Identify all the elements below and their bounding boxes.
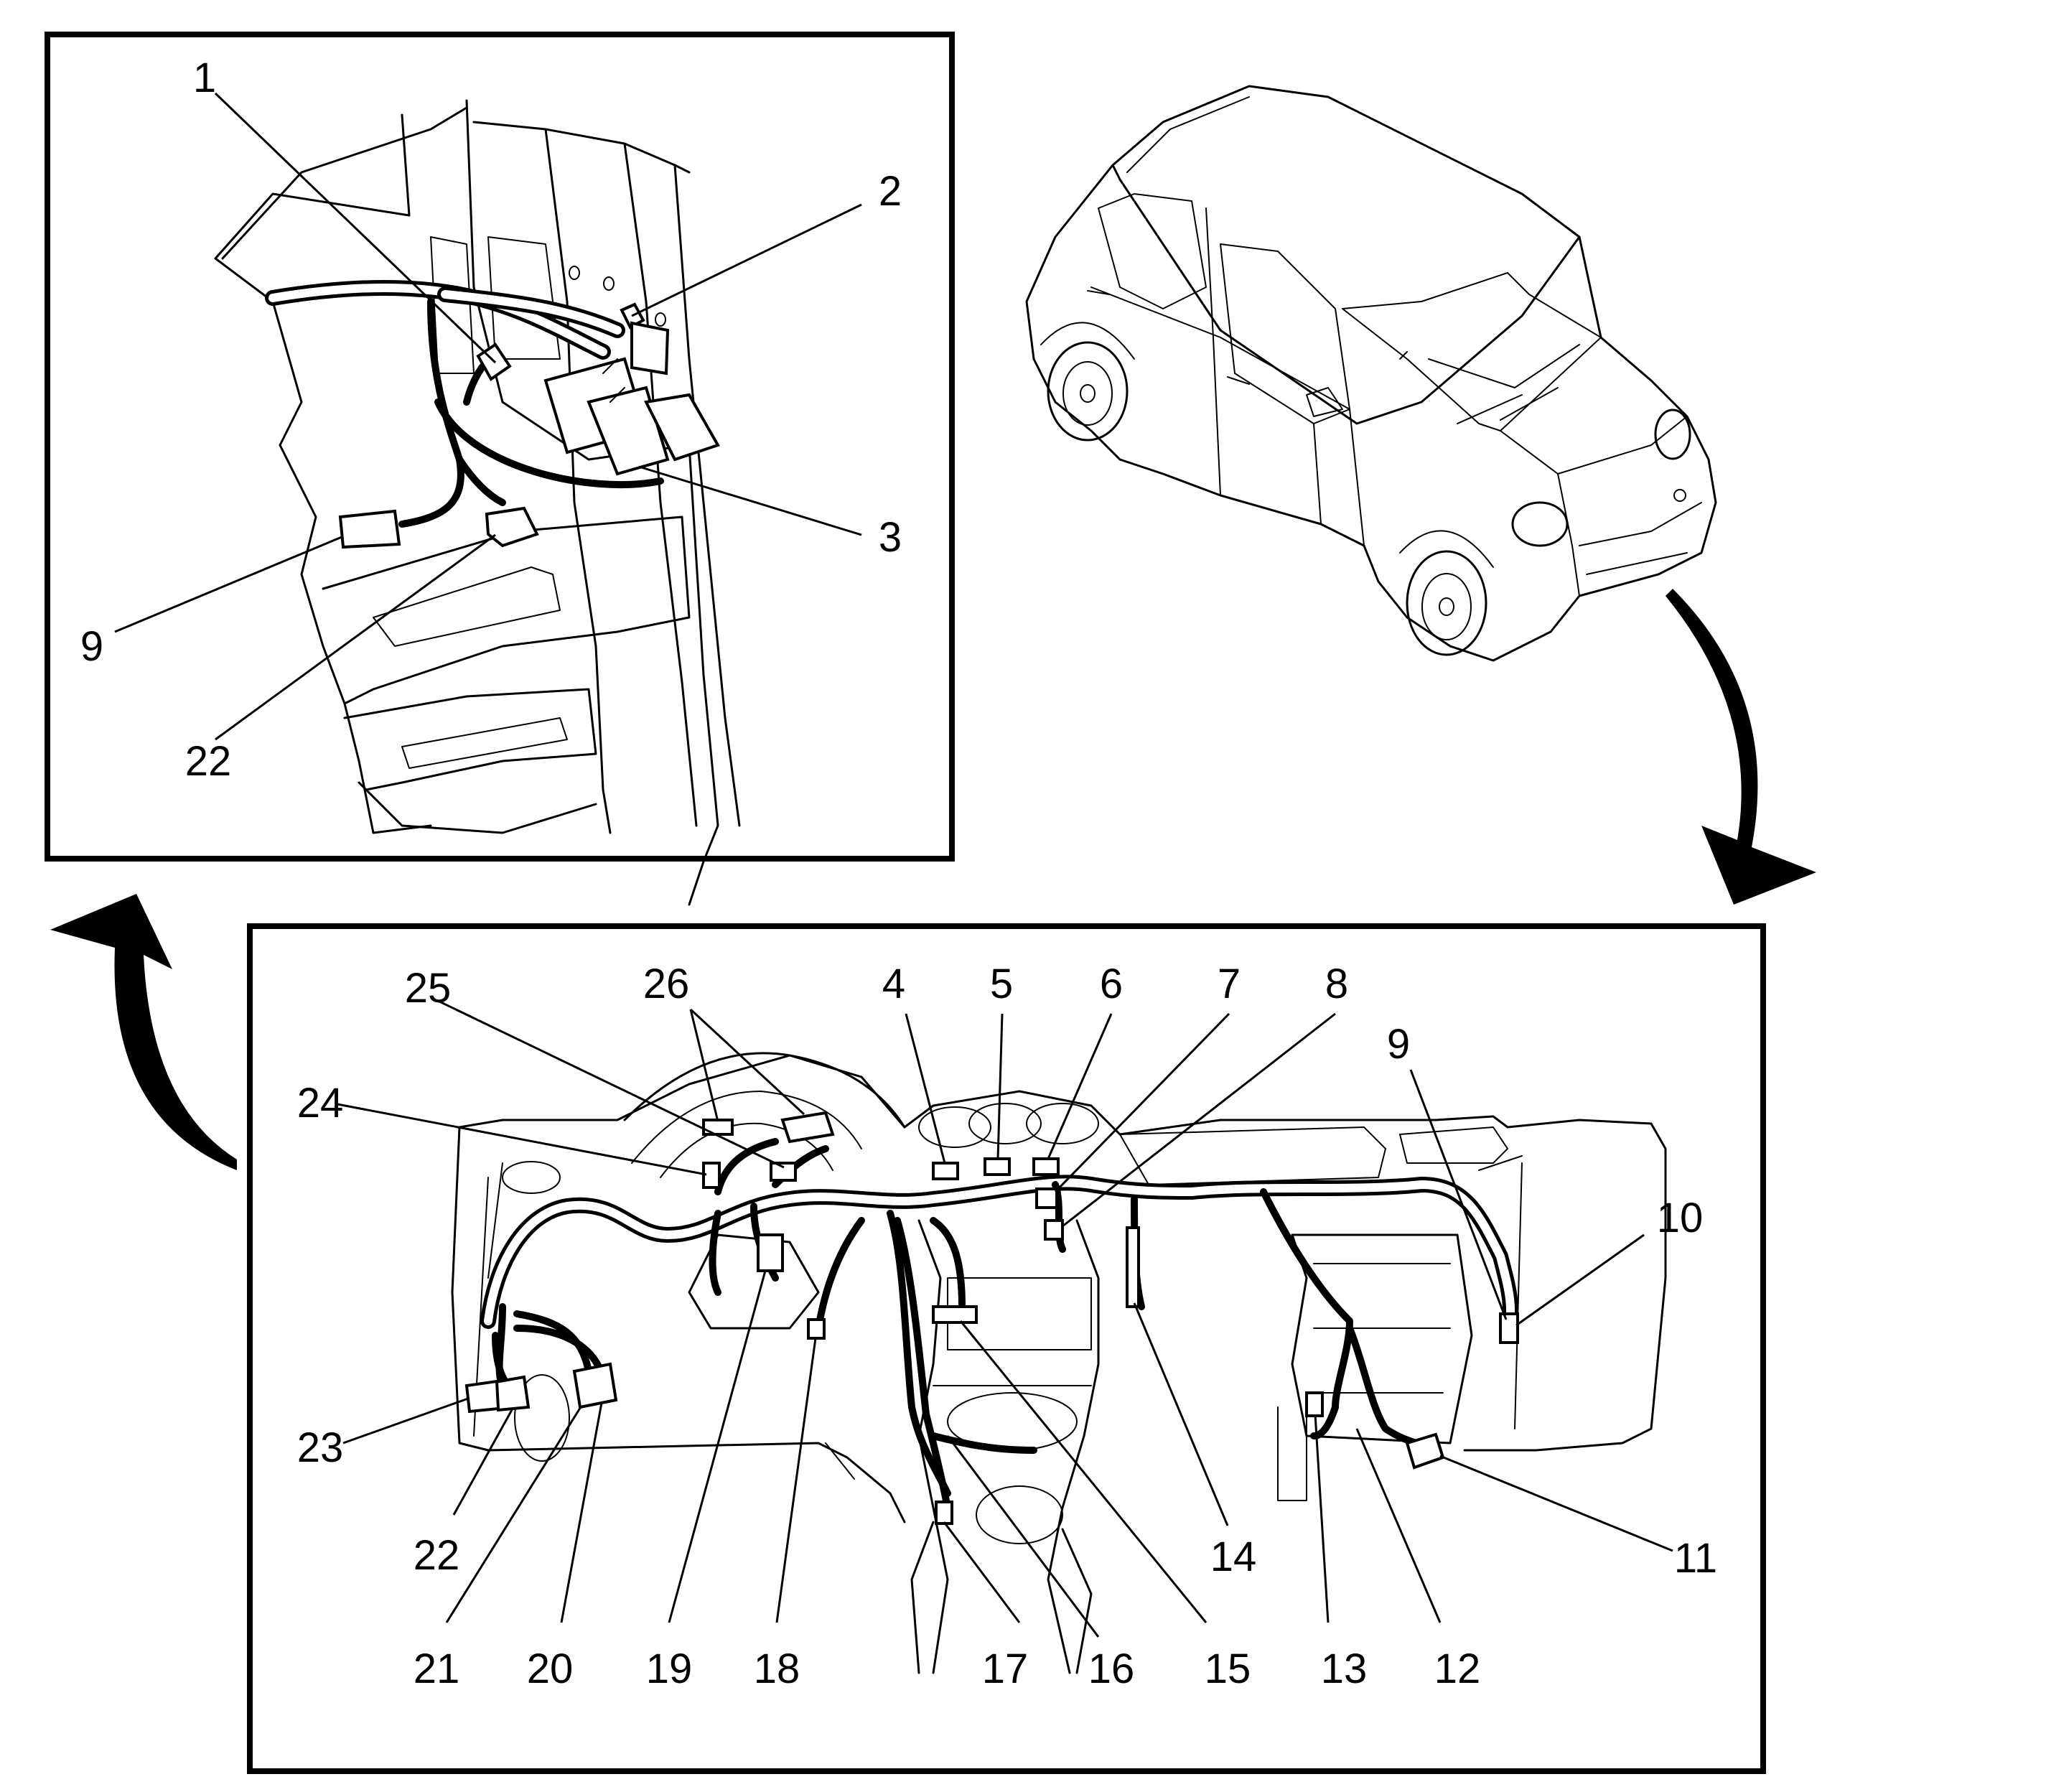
callout-inset-2: 2 xyxy=(879,168,902,215)
callout-dash-18: 18 xyxy=(754,1646,800,1692)
inset-frame xyxy=(45,32,955,862)
callout-dash-16: 16 xyxy=(1088,1646,1135,1692)
callout-dash-22: 22 xyxy=(414,1532,460,1579)
arrow-up-left-icon xyxy=(50,894,237,1170)
connector-20-21 xyxy=(572,1362,618,1409)
callout-dash-26: 26 xyxy=(643,961,690,1007)
callout-dash-25: 25 xyxy=(405,965,452,1012)
connector-19 xyxy=(757,1233,784,1272)
connector-13 xyxy=(1305,1391,1324,1417)
relay-block-3 xyxy=(543,357,720,476)
connector-18 xyxy=(807,1318,826,1340)
connector-2-housing xyxy=(630,321,670,375)
callout-dash-21: 21 xyxy=(414,1646,460,1692)
callout-dash-9: 9 xyxy=(1387,1021,1410,1068)
dashboard-leaders xyxy=(337,999,1673,1638)
callout-dash-19: 19 xyxy=(646,1646,693,1692)
connector-15 xyxy=(932,1305,978,1324)
connector-4 xyxy=(932,1162,959,1180)
callout-dash-14: 14 xyxy=(1210,1534,1257,1580)
callout-dash-23: 23 xyxy=(297,1424,344,1471)
connector-23 xyxy=(464,1379,500,1414)
callout-inset-22: 22 xyxy=(185,738,232,785)
callout-dash-11: 11 xyxy=(1674,1535,1717,1582)
dashboard-frame xyxy=(247,923,1766,1774)
connector-22 xyxy=(493,1375,531,1412)
connector-26 xyxy=(780,1111,835,1144)
connector-25 xyxy=(770,1162,797,1182)
dashboard-harness xyxy=(480,1138,1519,1511)
connector-5 xyxy=(984,1157,1011,1176)
callout-inset-3: 3 xyxy=(879,514,902,561)
callout-dash-6: 6 xyxy=(1100,961,1123,1007)
dashboard-connectors xyxy=(464,1111,1519,1525)
connector-14 xyxy=(1126,1226,1140,1308)
callout-dash-4: 4 xyxy=(882,961,905,1007)
connector-6 xyxy=(1032,1157,1060,1176)
inset-harness xyxy=(265,279,664,528)
callout-dash-12: 12 xyxy=(1434,1646,1481,1692)
callout-dash-17: 17 xyxy=(982,1646,1029,1692)
pillar-body-drawing xyxy=(214,99,741,906)
inset-panel: 1 2 3 9 22 xyxy=(45,32,955,906)
callout-dash-7: 7 xyxy=(1218,961,1241,1007)
connector-26b xyxy=(702,1119,734,1136)
callout-dash-10: 10 xyxy=(1657,1195,1704,1241)
vehicle-illustration xyxy=(1025,85,1717,662)
connector-10 xyxy=(1499,1312,1519,1344)
connector-17 xyxy=(935,1501,953,1525)
callout-dash-20: 20 xyxy=(527,1646,574,1692)
callout-dash-5: 5 xyxy=(990,961,1013,1007)
dashboard-panel: 4 5 6 7 8 9 10 11 12 13 14 15 16 17 18 1… xyxy=(247,923,1766,1774)
inset-leaders xyxy=(114,92,862,741)
connector-8 xyxy=(1044,1219,1064,1241)
callout-dash-15: 15 xyxy=(1205,1646,1251,1692)
dashboard-body-drawing xyxy=(451,1052,1667,1674)
connector-24 xyxy=(702,1162,721,1189)
arrow-down-right-icon xyxy=(1666,589,1816,905)
callout-dash-13: 13 xyxy=(1321,1646,1368,1692)
callout-dash-24: 24 xyxy=(297,1080,344,1126)
callout-dash-8: 8 xyxy=(1325,961,1348,1007)
inset-components xyxy=(338,302,720,549)
connector-9 xyxy=(338,509,401,549)
callout-inset-1: 1 xyxy=(193,55,216,101)
connector-7 xyxy=(1035,1187,1058,1209)
callout-inset-9: 9 xyxy=(80,623,103,670)
connector-22 xyxy=(485,506,539,548)
